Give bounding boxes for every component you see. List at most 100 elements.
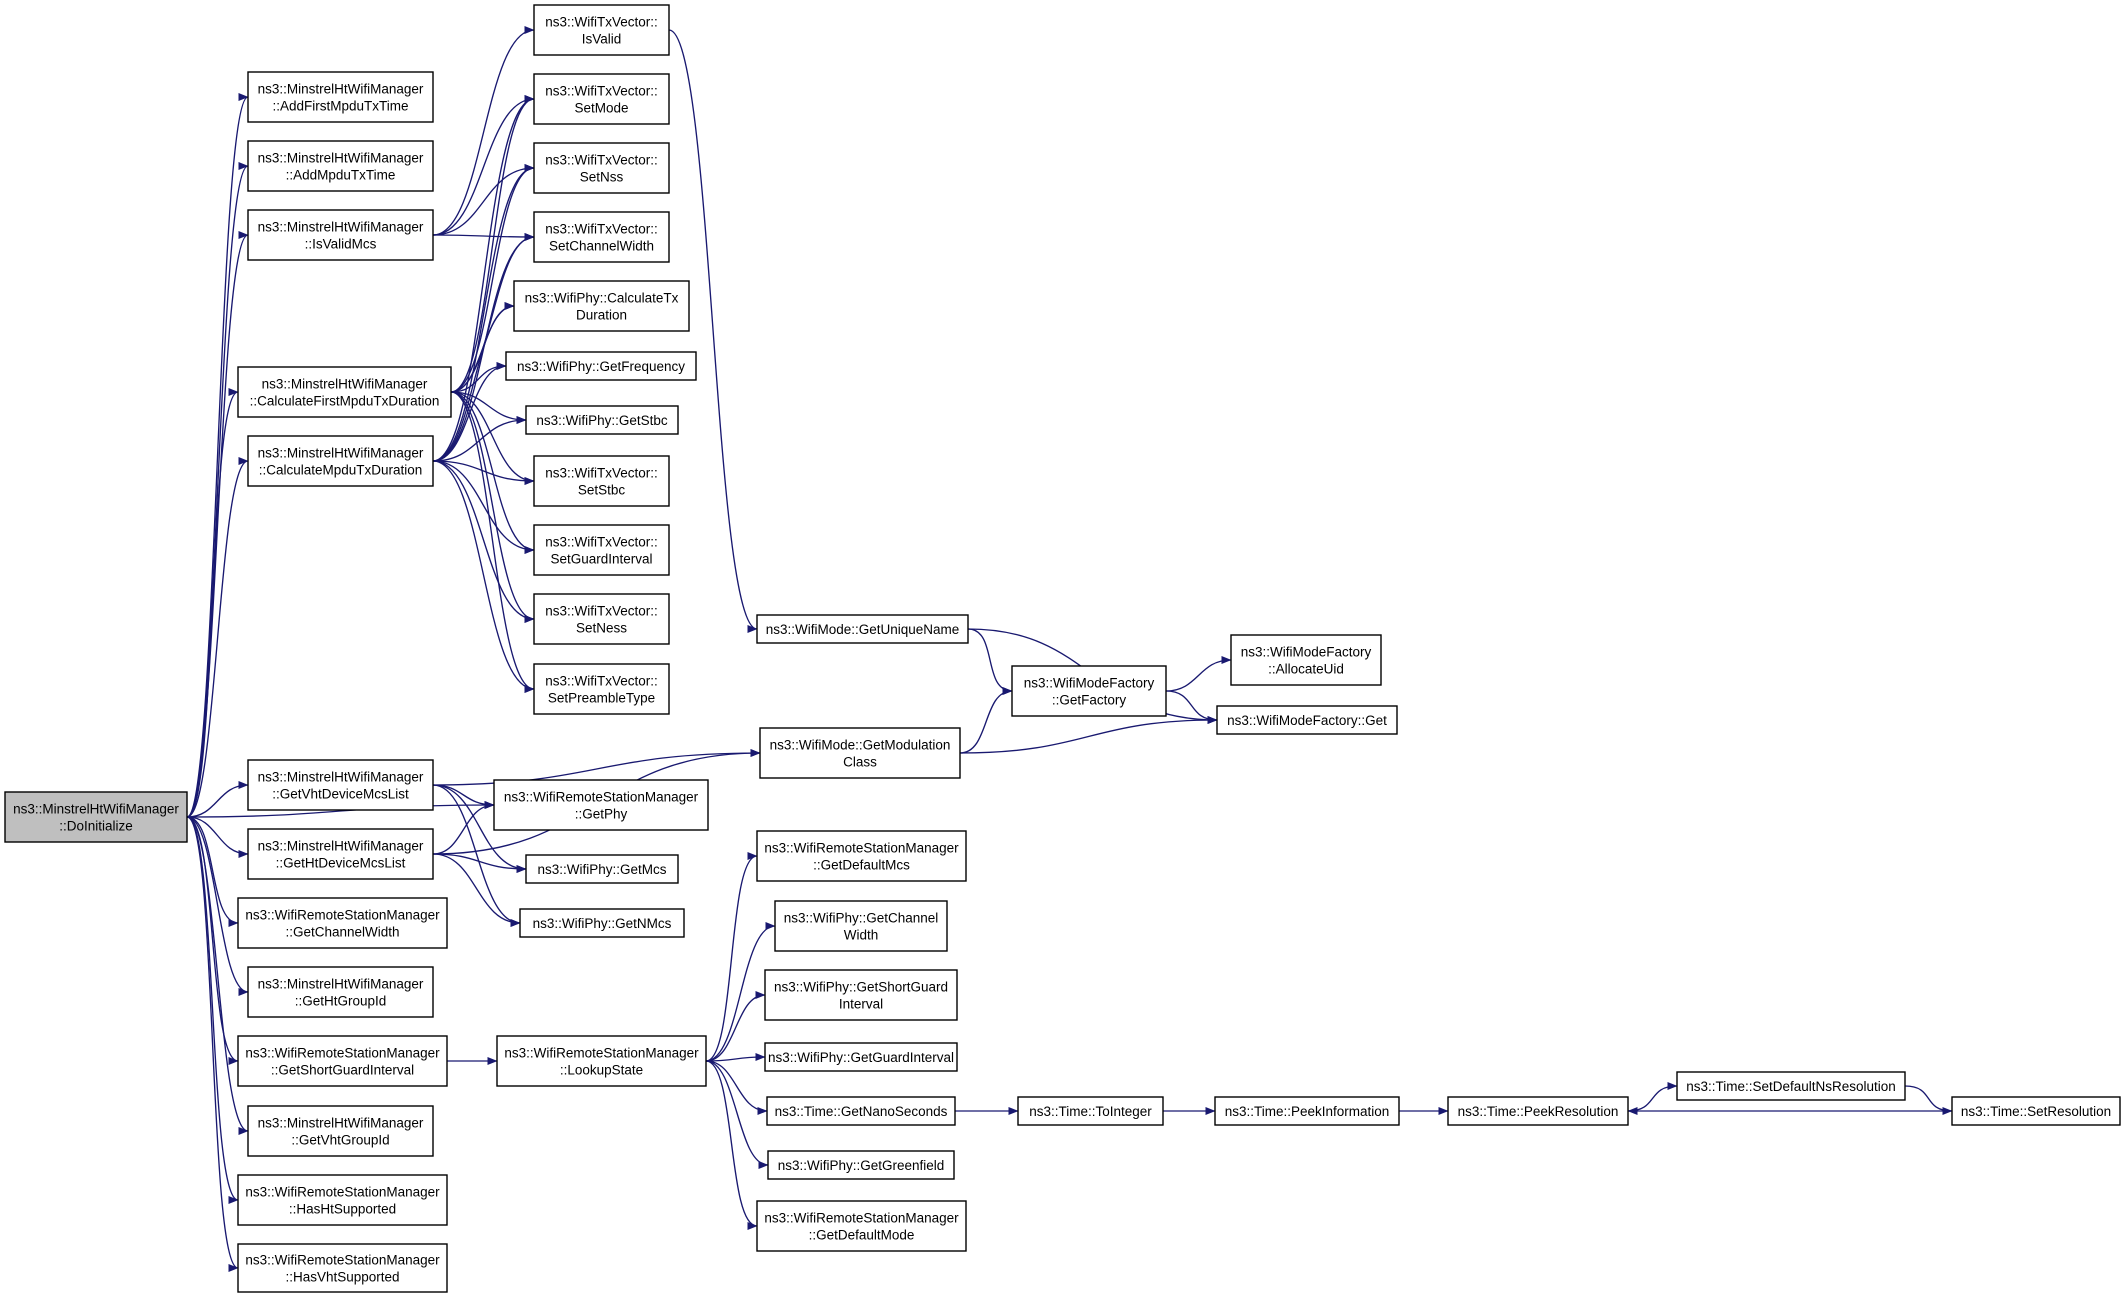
node-label-line: ns3::WifiPhy::GetShortGuard [774,980,948,995]
node-box [766,1096,956,1126]
edge-lookup-to-getgreen [705,1060,769,1169]
edge-peekres-to-setdefns [1627,1082,1678,1112]
edge-isvalidmcs-to-setchw [432,232,535,241]
edge-isvalidmcs-to-setmode [432,95,535,236]
node-peekres[interactable]: ns3::Time::PeekResolution [1447,1096,1629,1126]
edge-doinit-to-getsgi [186,816,239,1065]
node-mfgetfactory[interactable]: ns3::WifiModeFactory::GetFactory [1011,665,1167,717]
node-label-line: ns3::MinstrelHtWifiManager [13,802,179,817]
node-isvalidmcs[interactable]: ns3::MinstrelHtWifiManager::IsValidMcs [247,209,434,261]
node-getchw[interactable]: ns3::WifiRemoteStationManager::GetChanne… [237,897,448,949]
node-label-line: ns3::MinstrelHtWifiManager [262,377,428,392]
node-box [1216,705,1398,735]
node-label-line: ns3::WifiTxVector:: [545,674,658,689]
node-box [764,969,958,1021]
node-getphy[interactable]: ns3::WifiRemoteStationManager::GetPhy [493,779,709,831]
node-label-line: ::GetPhy [575,807,628,822]
node-label-line: ns3::WifiTxVector:: [545,153,658,168]
node-calcfirst[interactable]: ns3::MinstrelHtWifiManager::CalculateFir… [237,366,452,418]
node-setres[interactable]: ns3::Time::SetResolution [1951,1096,2121,1126]
node-box [525,405,679,435]
edge-getvhtlist-to-getnmcs [432,784,521,927]
node-getgreen[interactable]: ns3::WifiPhy::GetGreenfield [767,1150,955,1180]
node-calcmpdu[interactable]: ns3::MinstrelHtWifiManager::CalculateMpd… [247,435,434,487]
node-mfget[interactable]: ns3::WifiModeFactory::Get [1216,705,1398,735]
edge-lookup-to-phychw [705,922,776,1062]
node-setchw[interactable]: ns3::WifiTxVector::SetChannelWidth [533,211,670,263]
node-label-line: ns3::WifiTxVector:: [545,84,658,99]
node-label-line: ns3::WifiPhy::GetGreenfield [778,1158,945,1173]
node-getnano[interactable]: ns3::Time::GetNanoSeconds [766,1096,956,1126]
node-box [759,727,961,779]
node-mfalloc[interactable]: ns3::WifiModeFactory::AllocateUid [1230,634,1382,686]
edge-mfgetfactory-to-mfalloc [1165,656,1232,692]
node-gethtlist[interactable]: ns3::MinstrelHtWifiManager::GetHtDeviceM… [247,828,434,880]
node-getnmcs[interactable]: ns3::WifiPhy::GetNMcs [519,908,685,938]
node-setpre[interactable]: ns3::WifiTxVector::SetPreambleType [533,663,670,715]
node-setgi[interactable]: ns3::WifiTxVector::SetGuardInterval [533,524,670,576]
edge-calcmpdu-to-getfreq [432,362,507,462]
edge-calcmpdu-to-setgi [432,460,535,554]
node-label-line: ns3::WifiMode::GetUniqueName [766,622,960,637]
node-label-line: ns3::Time::SetResolution [1961,1104,2111,1119]
node-getdefmcs[interactable]: ns3::WifiRemoteStationManager::GetDefaul… [756,830,967,882]
node-getvhtgroup[interactable]: ns3::MinstrelHtWifiManager::GetVhtGroupI… [247,1105,434,1157]
node-setstbc[interactable]: ns3::WifiTxVector::SetStbc [533,455,670,507]
node-getvhtlist[interactable]: ns3::MinstrelHtWifiManager::GetVhtDevice… [247,759,434,811]
node-getmcs[interactable]: ns3::WifiPhy::GetMcs [525,854,679,884]
node-setness[interactable]: ns3::WifiTxVector::SetNess [533,593,670,645]
node-toint[interactable]: ns3::Time::ToInteger [1017,1096,1164,1126]
node-getsgi[interactable]: ns3::WifiRemoteStationManager::GetShortG… [237,1035,448,1087]
node-label-line: Class [843,755,877,770]
node-label-line: SetNss [580,170,624,185]
node-lookup[interactable]: ns3::WifiRemoteStationManager::LookupSta… [496,1035,707,1087]
node-label-line: SetNess [576,621,627,636]
node-getfreq[interactable]: ns3::WifiPhy::GetFrequency [505,351,697,381]
node-setnss[interactable]: ns3::WifiTxVector::SetNss [533,142,670,194]
node-addmpdu[interactable]: ns3::MinstrelHtWifiManager::AddMpduTxTim… [247,140,434,192]
node-label-line: ns3::WifiRemoteStationManager [245,1253,440,1268]
node-gethtgroup[interactable]: ns3::MinstrelHtWifiManager::GetHtGroupId [247,966,434,1018]
node-box [1676,1071,1906,1101]
edge-doinit-to-isvalidmcs [186,231,249,818]
node-isvalid[interactable]: ns3::WifiTxVector::IsValid [533,4,670,56]
node-label-line: ns3::WifiModeFactory [1241,645,1372,660]
node-getdefmode[interactable]: ns3::WifiRemoteStationManager::GetDefaul… [756,1200,967,1252]
node-box [4,791,188,843]
node-phygi[interactable]: ns3::WifiPhy::GetGuardInterval [764,1042,958,1072]
edge-getvhtlist-to-getmodclass [432,749,761,786]
edge-isvalidmcs-to-setnss [432,164,535,236]
node-label-line: ::GetVhtDeviceMcsList [272,787,409,802]
node-box [533,524,670,576]
node-getstbc[interactable]: ns3::WifiPhy::GetStbc [525,405,679,435]
node-label-line: ns3::WifiTxVector:: [545,604,658,619]
node-doinit[interactable]: ns3::MinstrelHtWifiManager::DoInitialize [4,791,188,843]
edge-doinit-to-addmpdu [186,162,249,818]
edge-doinit-to-hasvht [186,816,239,1272]
node-label-line: ns3::WifiRemoteStationManager [764,841,959,856]
edge-doinit-to-getvhtgroup [186,816,249,1135]
node-label-line: ns3::WifiRemoteStationManager [504,1046,699,1061]
node-label-line: ns3::WifiRemoteStationManager [504,790,699,805]
node-label-line: ns3::Time::PeekResolution [1458,1104,1619,1119]
node-peekinfo[interactable]: ns3::Time::PeekInformation [1214,1096,1400,1126]
node-label-line: ns3::MinstrelHtWifiManager [258,151,424,166]
node-hasvht[interactable]: ns3::WifiRemoteStationManager::HasVhtSup… [237,1243,448,1293]
edge-lookup-to-getnano [705,1060,768,1115]
node-box [756,830,967,882]
node-setdefns[interactable]: ns3::Time::SetDefaultNsResolution [1676,1071,1906,1101]
node-phychw[interactable]: ns3::WifiPhy::GetChannelWidth [774,900,948,952]
node-addfirst[interactable]: ns3::MinstrelHtWifiManager::AddFirstMpdu… [247,71,434,123]
edge-calcmpdu-to-getstbc [432,416,527,462]
node-physgi[interactable]: ns3::WifiPhy::GetShortGuardInterval [764,969,958,1021]
node-box [247,759,434,811]
node-getuname[interactable]: ns3::WifiMode::GetUniqueName [756,614,969,644]
node-setmode[interactable]: ns3::WifiTxVector::SetMode [533,73,670,125]
node-label-line: ns3::MinstrelHtWifiManager [258,82,424,97]
node-box [1017,1096,1164,1126]
node-box [764,1042,958,1072]
node-label-line: ::GetVhtGroupId [291,1133,389,1148]
node-hasht[interactable]: ns3::WifiRemoteStationManager::HasHtSupp… [237,1174,448,1226]
